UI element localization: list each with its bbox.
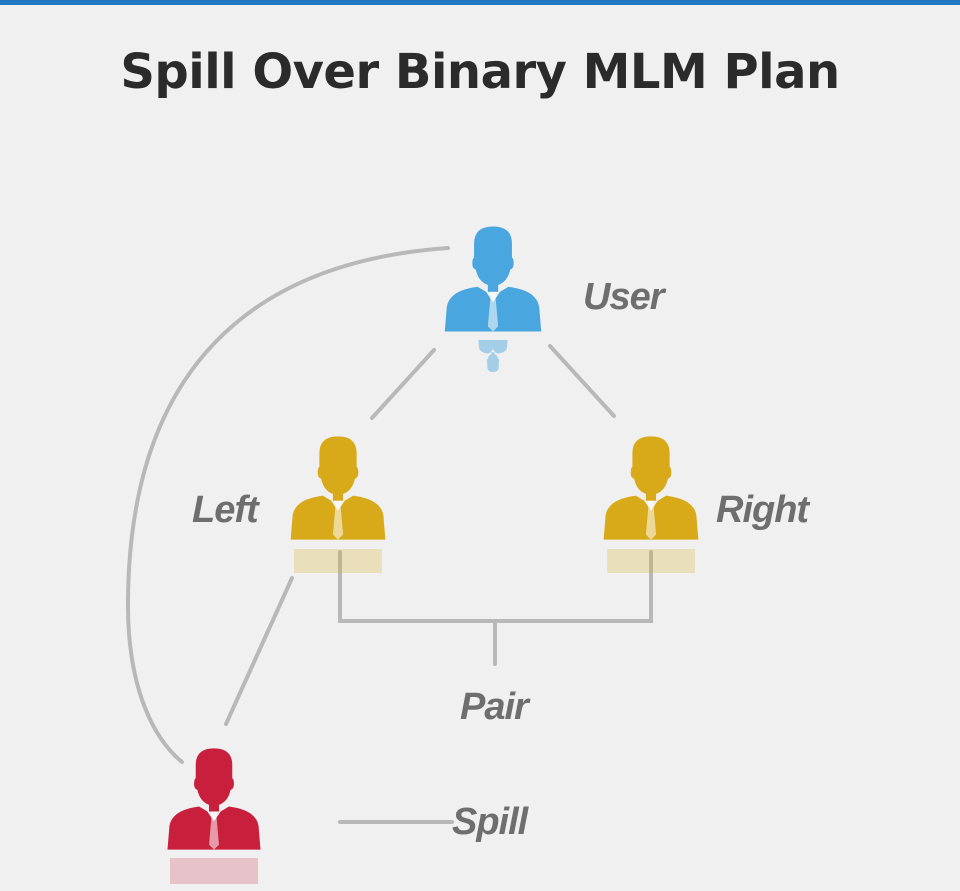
right-node: Right — [603, 436, 811, 573]
user-label: User — [583, 276, 667, 318]
connector-lines — [125, 246, 653, 824]
right-label: Right — [716, 489, 810, 531]
spill-arc-connector — [125, 246, 450, 764]
user-right-connector — [548, 344, 616, 418]
spill-label: Spill — [452, 801, 530, 843]
top-accent-bar — [0, 0, 960, 5]
left-label: Left — [192, 489, 260, 531]
page-title: Spill Over Binary MLM Plan — [120, 44, 840, 100]
user-node: User — [444, 226, 668, 372]
spill-node: Spill — [167, 748, 531, 884]
pair-label: Pair — [460, 686, 531, 728]
user-left-connector — [370, 348, 436, 420]
left-spill-connector — [224, 576, 294, 726]
pair-bracket-connector — [338, 550, 653, 623]
left-node: Left — [192, 436, 386, 573]
